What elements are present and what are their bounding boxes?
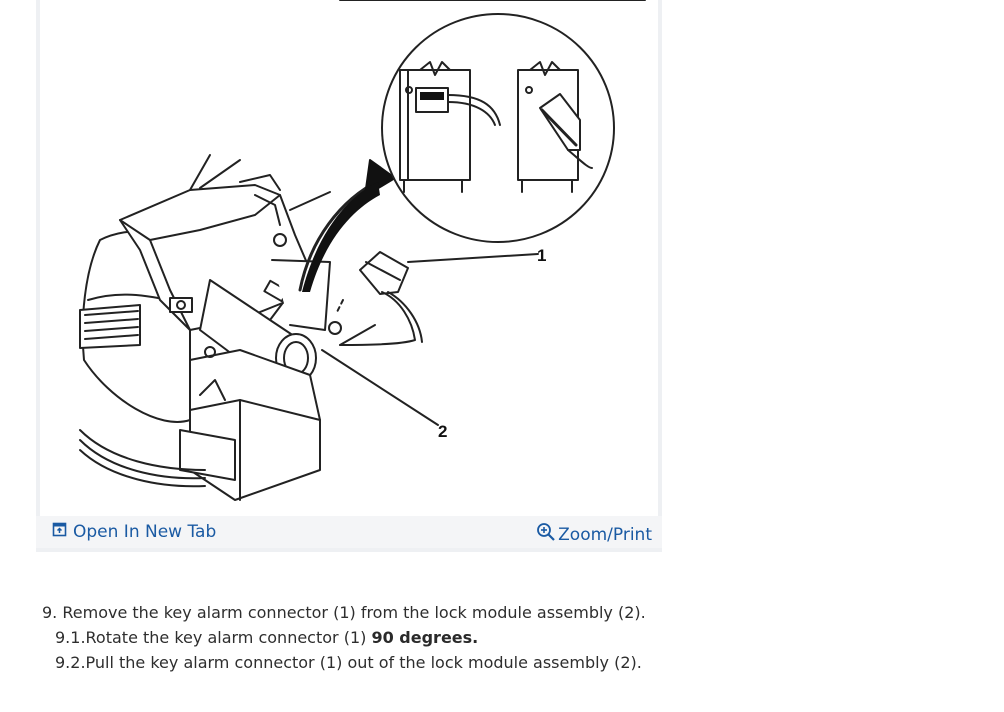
step-text: Rotate the key alarm connector (1) — [85, 628, 372, 647]
step-emphasis: 90 degrees. — [371, 628, 479, 647]
step-9: 9. Remove the key alarm connector (1) fr… — [42, 600, 942, 625]
zoom-print-label: Zoom/Print — [558, 524, 652, 545]
step-text: Pull the key alarm connector (1) out of … — [85, 653, 642, 672]
open-in-new-tab-label: Open In New Tab — [73, 522, 217, 542]
open-new-tab-icon — [52, 522, 67, 542]
key-alarm-diagram: 1 2 — [79, 0, 646, 501]
diagram-image[interactable]: 1 2 — [40, 0, 658, 516]
figure-footer: Open In New Tab Zoom/Print — [36, 516, 662, 548]
zoom-print-link[interactable]: Zoom/Print — [536, 522, 652, 547]
figure-card: 1 2 Open In New Tab — [36, 0, 662, 552]
step-number: 9.2. — [55, 653, 86, 672]
step-9-2: 9.2.Pull the key alarm connector (1) out… — [42, 650, 942, 675]
step-9-1: 9.1.Rotate the key alarm connector (1) 9… — [42, 625, 942, 650]
step-number: 9.1. — [55, 628, 86, 647]
callout-1: 1 — [537, 246, 546, 265]
step-number: 9. — [42, 603, 58, 622]
procedure-steps: 9. Remove the key alarm connector (1) fr… — [42, 600, 942, 675]
open-in-new-tab-link[interactable]: Open In New Tab — [52, 522, 216, 542]
step-text: Remove the key alarm connector (1) from … — [62, 603, 646, 622]
callout-2: 2 — [438, 422, 447, 441]
zoom-in-icon — [536, 522, 556, 547]
